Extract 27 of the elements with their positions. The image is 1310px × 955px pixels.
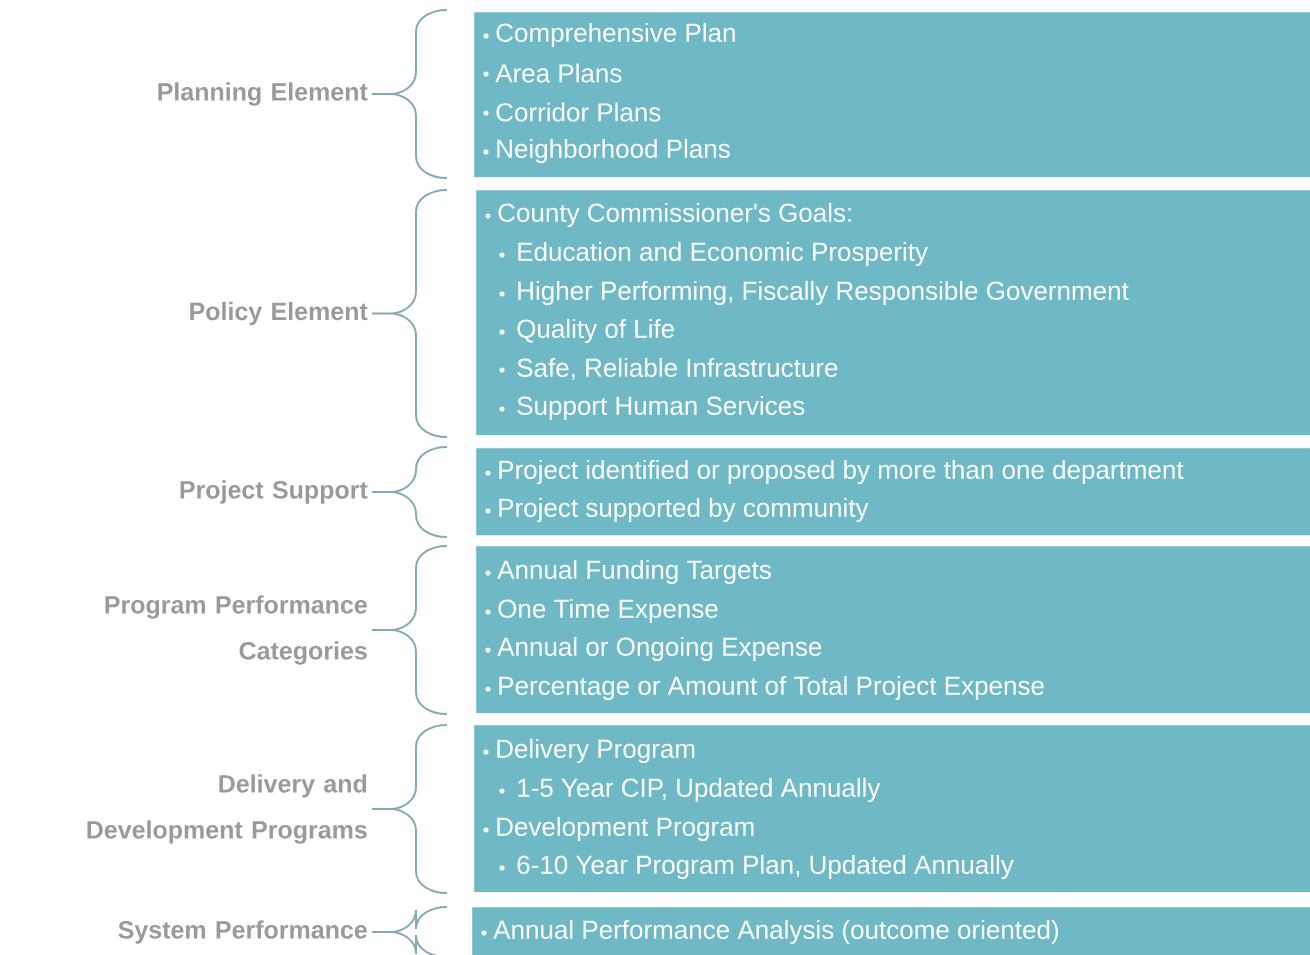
list-item: Quality of Life [499, 318, 674, 344]
list-item: Support Human Services [499, 395, 805, 421]
side-label: Delivery and Development Programs [87, 774, 367, 844]
list-item: Percentage or Amount of Total Project Expense [485, 675, 1044, 701]
list-item: Comprehensive Plan [483, 22, 735, 48]
list-item: Education and Economic Prosperity [499, 241, 928, 267]
list-item: 1-5 Year CIP, Updated Annually [499, 777, 881, 803]
list-item: Annual or Ongoing Expense [485, 636, 822, 662]
list-item: Project identified or proposed by more than one department [485, 459, 1184, 485]
list-item: Development Program [483, 816, 754, 842]
list-item: Corridor Plans [483, 102, 661, 122]
side-label: Project Support [180, 480, 368, 504]
list-item: Higher Performing, Fiscally Responsible Government [499, 280, 1129, 306]
list-item: County Commissioner's Goals: [485, 202, 851, 228]
list-item: Neighborhood Plans [483, 138, 730, 164]
side-label: Planning Element [158, 82, 368, 106]
list-item: One Time Expense [485, 598, 718, 624]
list-item: Annual Funding Targets [485, 559, 771, 585]
list-item: Project supported by community [485, 497, 869, 523]
list-item: 6-10 Year Program Plan, Updated Annually [499, 854, 1014, 880]
list-item: Annual Performance Analysis (outcome oriented) [481, 919, 1058, 945]
side-label: Program Performance Categories [105, 595, 367, 665]
list-item: Safe, Reliable Infrastructure [499, 357, 838, 381]
list-item: Area Plans [483, 63, 622, 83]
side-label: System Performance [118, 920, 367, 944]
list-item: Delivery Program [483, 738, 695, 764]
side-label: Policy Element [190, 301, 368, 326]
